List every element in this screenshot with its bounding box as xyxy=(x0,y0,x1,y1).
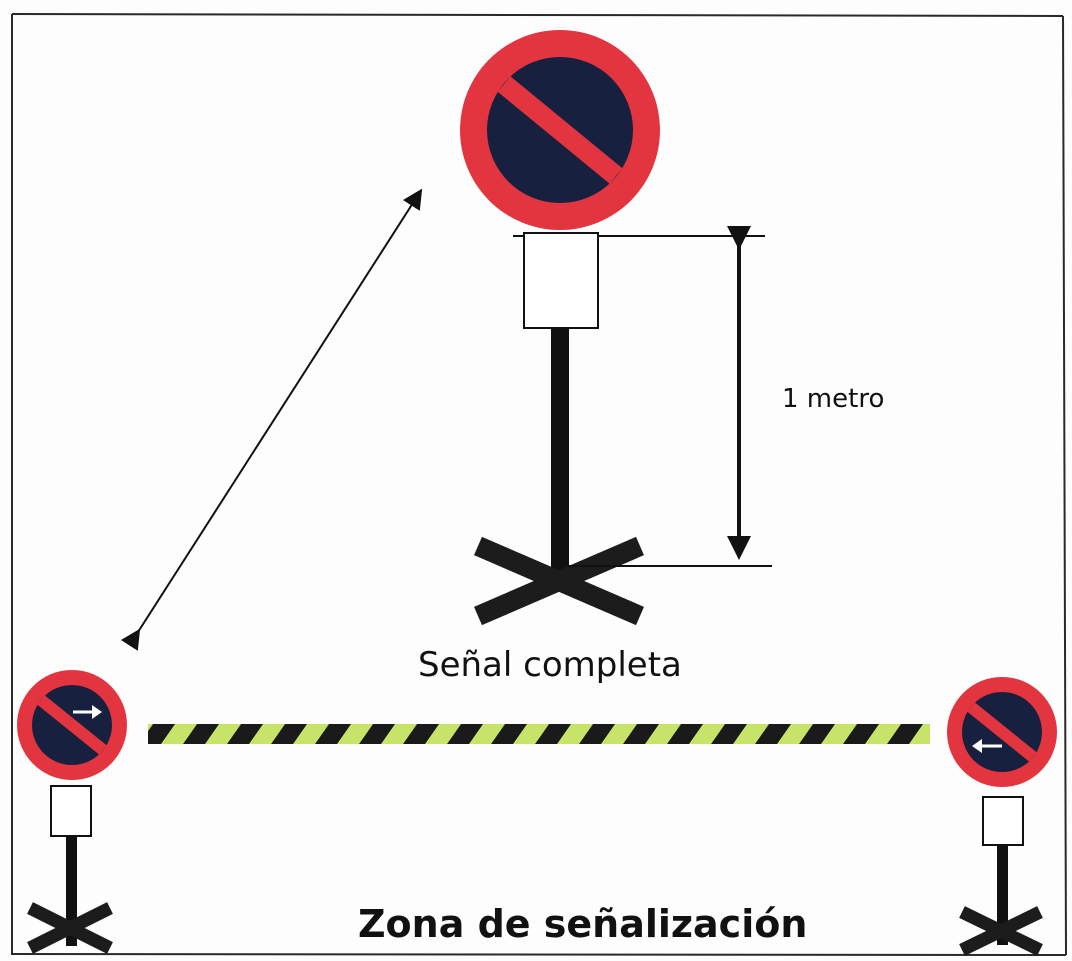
post xyxy=(997,845,1008,945)
plate xyxy=(50,785,92,837)
right-sign-group xyxy=(947,677,1057,956)
plate xyxy=(982,796,1024,846)
complete-sign-group xyxy=(460,30,772,626)
plate xyxy=(523,232,599,329)
complete-sign-caption: Señal completa xyxy=(418,645,682,685)
no-parking-sign-arrow-right-icon xyxy=(17,670,127,780)
no-parking-sign-arrow-left-icon xyxy=(947,677,1057,787)
cross-base xyxy=(959,906,1043,956)
page-frame xyxy=(11,13,1067,956)
no-parking-sign-icon xyxy=(460,30,660,230)
distance-arrow xyxy=(120,188,423,651)
cross-base xyxy=(474,536,644,626)
cross-base xyxy=(27,902,113,954)
left-sign-group xyxy=(17,670,127,954)
height-measure-label: 1 metro xyxy=(782,384,885,414)
post xyxy=(551,328,569,578)
post xyxy=(66,836,77,946)
zone-caption: Zona de señalización xyxy=(358,902,808,946)
hazard-tape xyxy=(148,724,930,744)
